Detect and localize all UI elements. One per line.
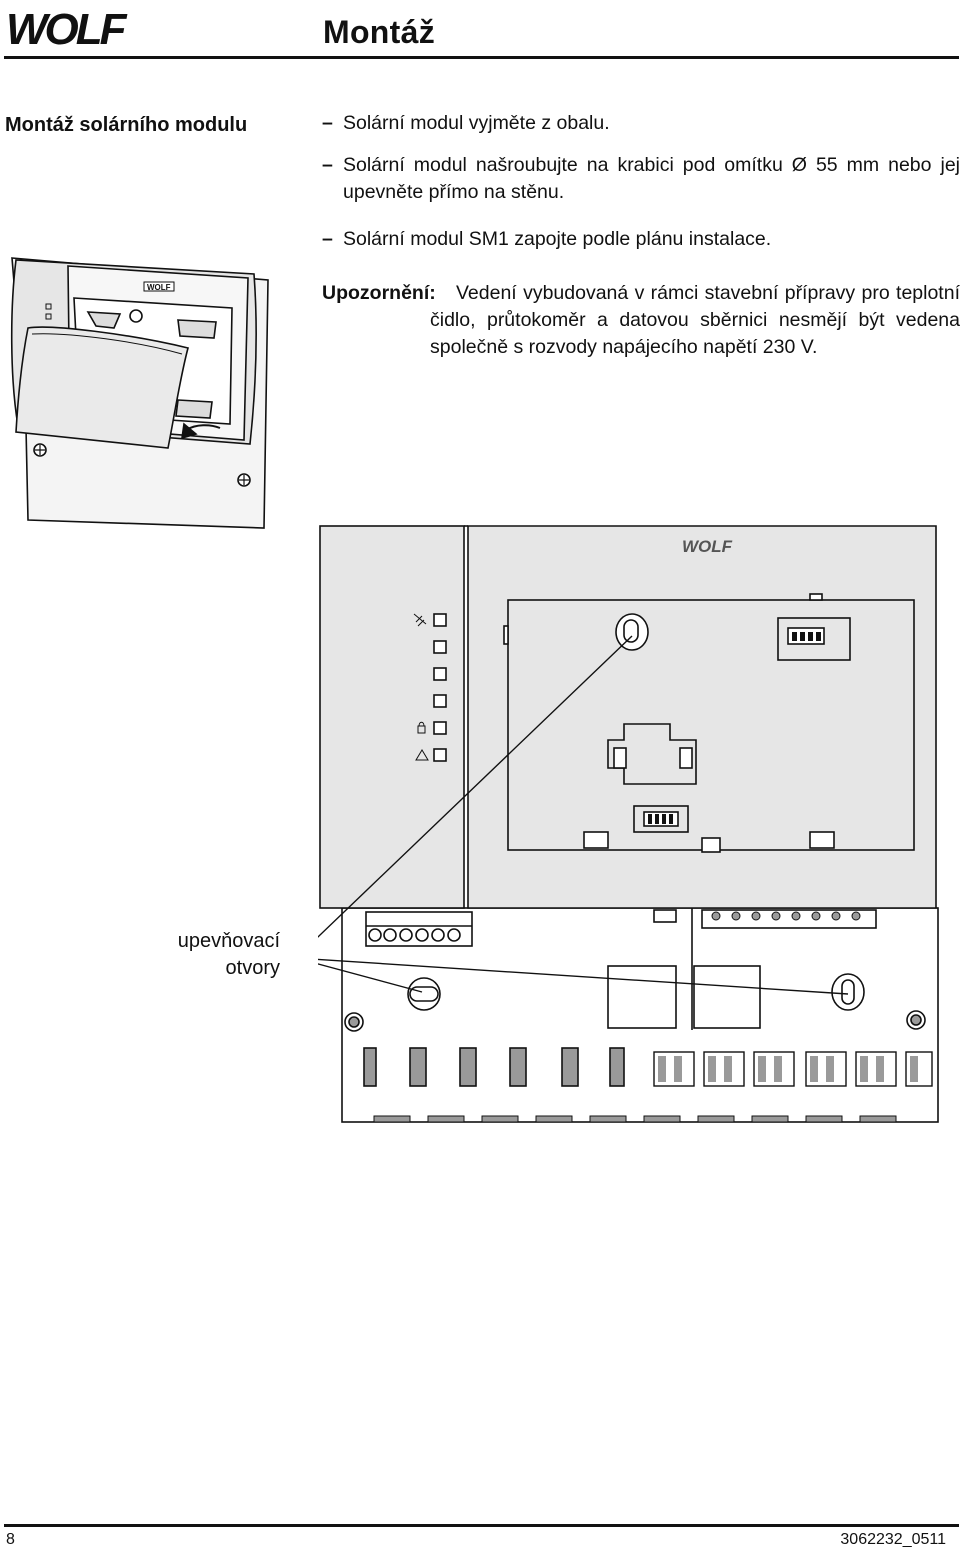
note-text: Vedení vybudovaná v rámci stavební přípr… — [430, 282, 960, 358]
instruction-step: – Solární modul SM1 zapojte podle plánu … — [322, 226, 960, 253]
callout-line-2: otvory — [225, 957, 280, 979]
mounting-holes-callout: upevňovací otvory — [150, 928, 280, 982]
dash-bullet: – — [322, 228, 333, 250]
instruction-step: – Solární modul vyjměte z obalu. — [322, 110, 960, 137]
dash-bullet: – — [322, 154, 333, 176]
dash-bullet: – — [322, 112, 333, 134]
header-divider — [4, 56, 959, 59]
wolf-logo: WOLF — [4, 5, 164, 55]
page-number: 8 — [6, 1531, 15, 1548]
document-code: 3062232_0511 — [840, 1531, 946, 1548]
note-label: Upozornění: — [322, 282, 436, 304]
note-block: Upozornění: Vedení vybudovaná v rámci st… — [322, 280, 960, 361]
instruction-step: – Solární modul našroubujte na krabici p… — [322, 152, 960, 206]
step-text: Solární modul SM1 zapojte podle plánu in… — [343, 228, 772, 250]
logo-text: WOLF — [6, 6, 128, 50]
page-title: Montáž — [323, 14, 436, 50]
step-text: Solární modul vyjměte z obalu. — [343, 112, 610, 134]
module-drawing: WOLF — [295, 522, 942, 1131]
module-logo-text: WOLF — [682, 537, 733, 556]
callout-line-1: upevňovací — [177, 930, 280, 952]
footer-divider — [4, 1524, 959, 1527]
device-logo-text: WOLF — [147, 283, 171, 292]
section-heading: Montáž solárního modulu — [5, 114, 248, 136]
step-text: Solární modul našroubujte na krabici pod… — [343, 154, 960, 203]
device-illustration: WOLF — [10, 248, 272, 537]
